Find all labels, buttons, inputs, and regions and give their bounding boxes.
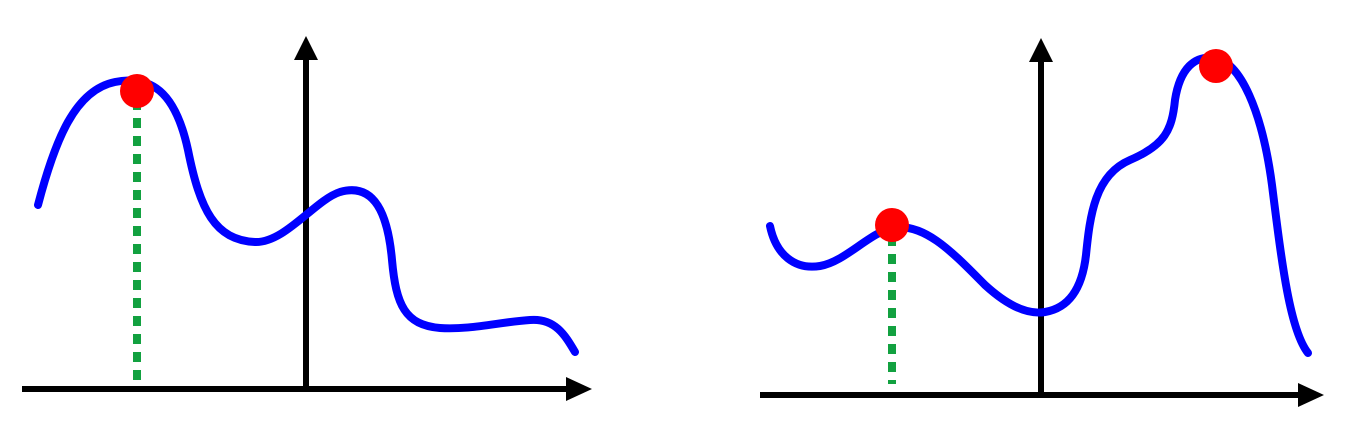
right-vertical-axis-arrowhead xyxy=(1029,38,1053,62)
left-horizontal-axis-arrowhead xyxy=(566,377,592,401)
right-panel xyxy=(760,38,1324,407)
left-panel xyxy=(22,36,592,401)
right-horizontal-axis-arrowhead xyxy=(1298,383,1324,407)
left-vertical-axis-arrowhead xyxy=(294,36,318,60)
right-global-maximum-point xyxy=(1199,49,1233,83)
right-local-maximum-point xyxy=(875,208,909,242)
left-global-maximum-point xyxy=(120,74,154,108)
